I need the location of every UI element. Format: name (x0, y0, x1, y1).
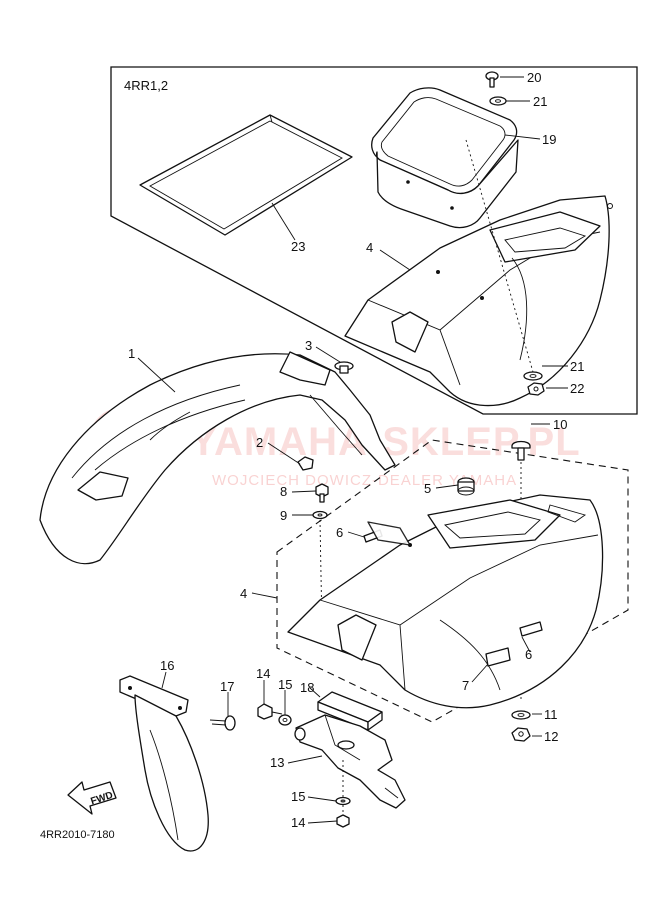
part-7-label (485, 647, 511, 667)
callout-4-top: 4 (366, 240, 373, 255)
part-1-front-fender (39, 351, 396, 565)
part-22-nut (527, 382, 545, 396)
callout-8: 8 (280, 484, 287, 499)
callout-10: 10 (553, 417, 567, 432)
callout-21-top: 21 (533, 94, 547, 109)
callout-22: 22 (570, 381, 584, 396)
part-13-bracket (294, 714, 406, 809)
part-8-bolt (315, 483, 329, 503)
callout-5: 5 (424, 481, 431, 496)
part-12-nut (511, 727, 531, 742)
callout-13: 13 (270, 755, 284, 770)
part-16-mud-flap (119, 675, 209, 852)
callout-2: 2 (256, 435, 263, 450)
callout-11: 11 (544, 707, 558, 722)
part-10-bolt (511, 440, 531, 461)
callout-20: 20 (527, 70, 541, 85)
part-14-bolt-bottom (336, 814, 350, 828)
callout-15-top: 15 (278, 677, 292, 692)
part-11-washer (511, 710, 531, 720)
part-23-sheet (139, 114, 353, 236)
callout-16: 16 (160, 658, 174, 673)
part-5-grommet (457, 477, 475, 496)
part-2-bolt (297, 456, 314, 471)
callout-19: 19 (542, 132, 556, 147)
part-17-screw (209, 715, 236, 731)
callout-4-bottom: 4 (240, 586, 247, 601)
part-20-bolt (485, 71, 499, 88)
callout-3: 3 (305, 338, 312, 353)
leader-lines (137, 76, 568, 824)
part-9-washer (312, 510, 328, 520)
inset-frame (110, 66, 638, 415)
callout-9: 9 (280, 508, 287, 523)
callout-6-right: 6 (525, 647, 532, 662)
part-6-sticker-right (519, 621, 543, 637)
reference-code: 4RR2010-7180 (40, 829, 115, 841)
callout-6-left: 6 (336, 525, 343, 540)
callout-1: 1 (128, 346, 135, 361)
callout-14-bottom: 14 (291, 815, 305, 830)
callout-21-bottom: 21 (570, 359, 584, 374)
part-15-washer-top (278, 714, 292, 726)
callout-7: 7 (462, 678, 469, 693)
callout-18: 18 (300, 680, 314, 695)
callout-23: 23 (291, 239, 305, 254)
part-6-sticker-left (363, 521, 411, 546)
watermark-subtitle: WOJCIECH DOWICZ-DEALER YAMAHA (212, 472, 517, 489)
fwd-arrow-icon: FWD (67, 781, 117, 815)
callout-numbers: 20 21 19 23 4 21 22 1 3 2 10 5 8 9 6 4 6… (128, 70, 584, 830)
callout-15-bottom: 15 (291, 789, 305, 804)
part-4-rear-fender-inset (344, 195, 613, 407)
part-18-foam-block (317, 691, 383, 731)
part-21-washer-top (489, 96, 507, 106)
callout-17: 17 (220, 679, 234, 694)
variant-label: 4RR1,2 (124, 78, 168, 93)
part-21-washer-bottom (523, 371, 543, 381)
part-4-rear-fender (287, 494, 604, 709)
callout-14-top: 14 (256, 666, 270, 681)
part-19-tool-bag (371, 87, 519, 229)
part-3-grommet (334, 361, 354, 374)
callout-12: 12 (544, 729, 558, 744)
assembly-group-frame (276, 439, 629, 723)
inset-assembly-line (465, 139, 534, 373)
part-14-bolt-top (257, 703, 283, 720)
